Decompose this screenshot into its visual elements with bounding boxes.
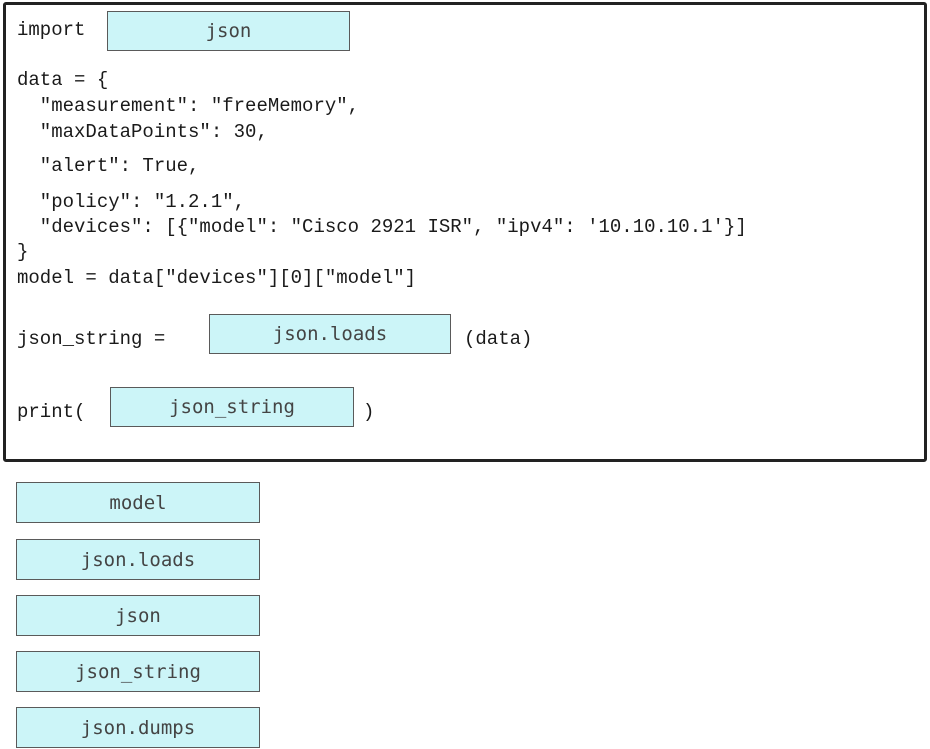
code-panel: import json data = { "measurement": "fre…	[3, 2, 927, 462]
data-dict-open: data = {	[17, 69, 109, 91]
devices-line: "devices": [{"model": "Cisco 2921 ISR", …	[17, 216, 747, 238]
print-call-open: print(	[17, 401, 86, 423]
maxdatapoints-line: "maxDataPoints": 30,	[17, 121, 268, 143]
choice-model[interactable]: model	[16, 482, 260, 523]
function-drop-slot[interactable]: json.loads	[209, 314, 451, 354]
function-argument: (data)	[464, 328, 533, 350]
alert-line: "alert": True,	[17, 155, 200, 177]
model-assignment-line: model = data["devices"][0]["model"]	[17, 267, 417, 289]
print-call-close: )	[363, 401, 375, 423]
choice-json[interactable]: json	[16, 595, 260, 636]
data-dict-close: }	[17, 241, 29, 263]
print-drop-slot[interactable]: json_string	[110, 387, 354, 427]
measurement-line: "measurement": "freeMemory",	[17, 95, 360, 117]
choice-json-loads[interactable]: json.loads	[16, 539, 260, 580]
import-drop-slot[interactable]: json	[107, 11, 350, 51]
json-string-assignment: json_string =	[17, 328, 166, 350]
choice-json-string[interactable]: json_string	[16, 651, 260, 692]
import-keyword: import	[17, 19, 86, 41]
choice-json-dumps[interactable]: json.dumps	[16, 707, 260, 748]
policy-line: "policy": "1.2.1",	[17, 191, 246, 213]
